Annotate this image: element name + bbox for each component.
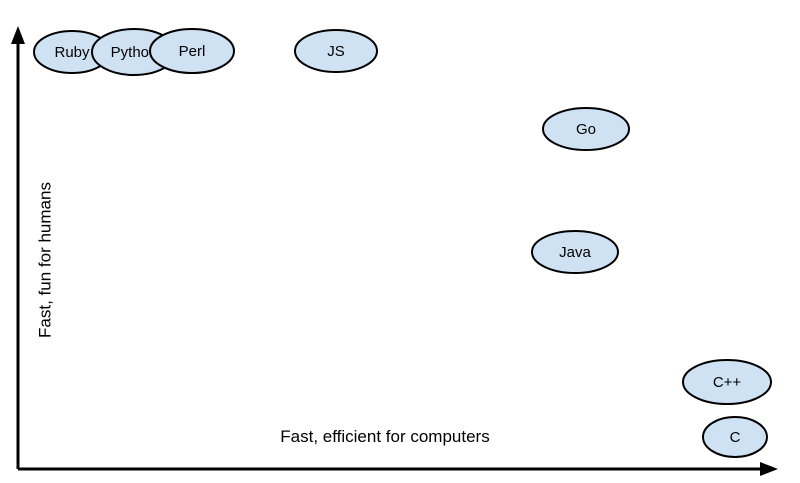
- y-axis-arrowhead-icon: [11, 26, 25, 44]
- axes: Fast, fun for humans Fast, efficient for…: [11, 26, 778, 476]
- language-ellipse-c: [702, 416, 768, 458]
- language-ellipse-go: [542, 107, 630, 151]
- language-label-js: JS: [327, 43, 345, 60]
- language-label-c: C: [730, 429, 741, 446]
- language-label-ruby: Ruby: [54, 44, 90, 61]
- language-node-c: C++: [682, 359, 772, 405]
- language-label-perl: Perl: [179, 43, 206, 60]
- language-ellipse-perl: [149, 28, 235, 74]
- language-label-python: Python: [111, 44, 158, 61]
- language-label-go: Go: [576, 121, 596, 138]
- language-label-c: C++: [713, 374, 742, 391]
- language-ellipse-java: [531, 230, 619, 274]
- language-node-c: C: [702, 416, 768, 458]
- language-node-perl: Perl: [149, 28, 235, 74]
- language-node-js: JS: [294, 29, 378, 73]
- language-node-ruby: Ruby: [33, 30, 111, 74]
- x-axis-label: Fast, efficient for computers: [280, 427, 489, 446]
- language-node-go: Go: [542, 107, 630, 151]
- x-axis-arrowhead-icon: [760, 462, 778, 476]
- y-axis-label: Fast, fun for humans: [35, 182, 54, 338]
- language-label-java: Java: [559, 244, 591, 261]
- language-ellipse-c: [682, 359, 772, 405]
- language-ellipse-js: [294, 29, 378, 73]
- language-node-java: Java: [531, 230, 619, 274]
